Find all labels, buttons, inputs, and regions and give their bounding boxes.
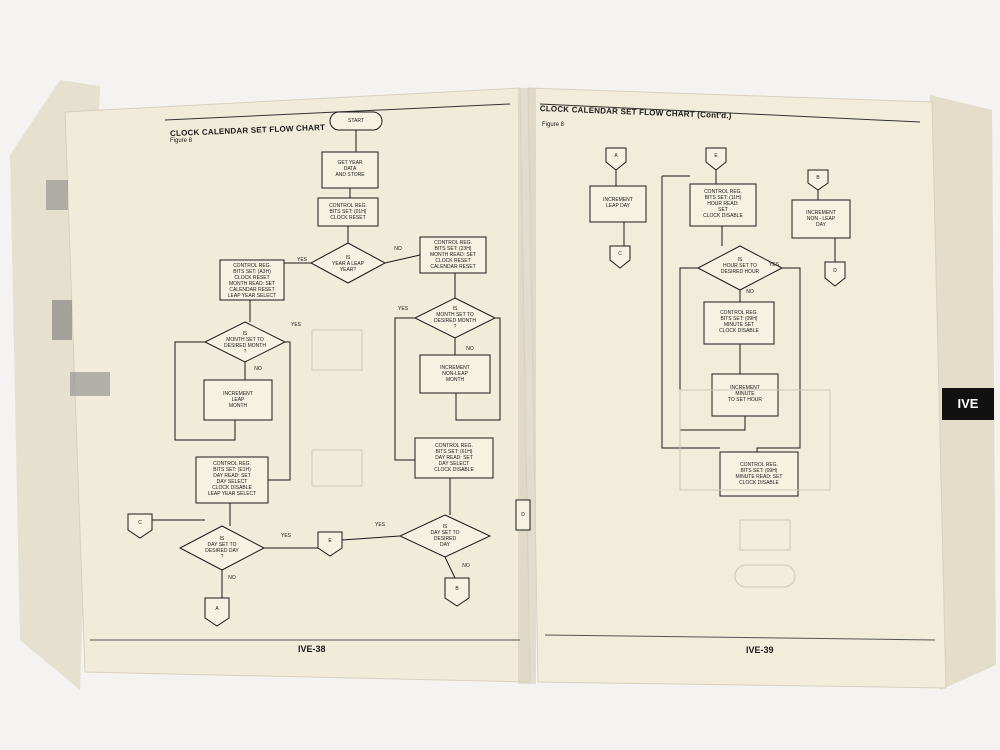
ctrl-23h-label: CONTROL REG. BITS SET: (23H) MONTH READ:… — [429, 240, 477, 270]
ctrl-09h-a-label: CONTROL REG. BITS SET: (09H) MINUTE SET … — [719, 310, 759, 334]
yes-label: YES — [768, 262, 779, 268]
day-right-label: IS DAY SET TO DESIRED DAY — [430, 524, 460, 548]
yes-label: YES — [280, 533, 291, 539]
no-label: NO — [254, 366, 262, 372]
inc-nonleap-month-label: INCREMENT NON-LEAP MONTH — [440, 365, 470, 383]
inc-nonleap-month-box — [419, 354, 491, 394]
ctrl-11h-box — [689, 183, 757, 227]
stack-tab — [70, 372, 110, 396]
right-header-rule — [539, 103, 921, 123]
right-flow-lines — [615, 170, 836, 452]
stack-tab — [46, 180, 68, 210]
ctrl-09h-box-a — [703, 301, 775, 345]
connector-c-left-label: C — [138, 520, 142, 526]
yes-label: YES — [290, 322, 301, 328]
connector-e-right-label: E — [714, 153, 718, 159]
connector-a-right-label: A — [614, 153, 618, 159]
right-figure-label: Figure 8 — [542, 122, 565, 128]
gutter-shadow — [518, 88, 536, 684]
ctrl-09h-box-b — [719, 451, 799, 497]
left-figure-label: Figure 8 — [170, 138, 193, 144]
stack-tab — [52, 300, 72, 340]
connector-d-right-label: D — [833, 268, 837, 274]
get-year-label: GET YEAR DATA AND STORE — [335, 160, 365, 178]
get-year-box — [321, 151, 379, 189]
left-flow-lines — [152, 130, 501, 598]
inc-leap-day-label: INCREMENT LEAP DAY — [603, 197, 633, 209]
day-left-label: IS DAY SET TO DESIRED DAY ? — [205, 536, 239, 560]
ctrl-61h-box — [414, 437, 494, 479]
ctrl-11h-label: CONTROL REG. BITS SET: (11H) HOUR READ: … — [703, 189, 743, 219]
leap-year-label: IS YEAR A LEAP YEAR? — [332, 255, 364, 273]
inc-leap-day-box — [589, 185, 647, 223]
right-page-number: IVE-39 — [746, 645, 774, 655]
ctrl-09h-b-label: CONTROL REG. BITS SET: (09H) MINUTE READ… — [735, 462, 783, 486]
connector-c-right-label: C — [618, 251, 622, 257]
connector-e-left-label: E — [328, 538, 332, 544]
connector-b-left-label: B — [455, 586, 459, 592]
inc-leap-month-box — [203, 379, 273, 421]
hour-label: IS HOUR SET TO DESIRED HOUR — [720, 257, 760, 275]
ctrl-a3h-label: CONTROL REG. BITS SET: (A3H) CLOCK RESET… — [227, 263, 277, 299]
no-label: NO — [466, 346, 474, 352]
connector-a-left-label: A — [215, 606, 219, 612]
right-footer-rule — [544, 634, 936, 641]
inc-minute-box — [711, 373, 779, 417]
connector-a-left — [204, 597, 230, 627]
no-label: NO — [228, 575, 236, 581]
connector-d-left-label: D — [521, 512, 525, 518]
month-left-label: IS MONTH SET TO DESIRED MONTH ? — [224, 331, 266, 355]
no-label: NO — [462, 563, 470, 569]
leap-year-decision — [309, 242, 387, 284]
show-through — [311, 329, 831, 588]
yes-label: YES — [374, 522, 385, 528]
ctrl-01h-label: CONTROL REG. BITS SET: (01H) CLOCK RESET — [329, 203, 367, 221]
inc-nonleap-day-label: INCREMENT NON - LEAP DAY — [806, 210, 836, 228]
connector-e-left — [317, 531, 343, 557]
month-right-label: IS MONTH SET TO DESIRED MONTH ? — [434, 306, 476, 330]
ctrl-e1h-label: CONTROL REG. BITS SET: (E1H) DAY READ: S… — [207, 461, 257, 497]
start-label: START — [348, 118, 364, 124]
connector-b-right-label: B — [816, 175, 820, 181]
connector-b-left — [444, 577, 470, 607]
inc-minute-label: INCREMENT MINUTE TO SET HOUR — [728, 385, 762, 403]
section-tab: IVE — [942, 388, 994, 420]
connector-c-right — [609, 245, 631, 269]
connector-e-right — [705, 147, 727, 171]
inc-leap-month-label: INCREMENT LEAP MONTH — [223, 391, 253, 409]
no-label: NO — [746, 289, 754, 295]
no-label: NO — [394, 246, 402, 252]
connector-d-right — [824, 261, 846, 287]
connector-b-right — [807, 169, 829, 191]
connector-c-left — [127, 513, 153, 539]
yes-label: YES — [296, 257, 307, 263]
left-page-number: IVE-38 — [298, 644, 326, 654]
ctrl-e1h-box — [195, 456, 269, 504]
inc-nonleap-day-box — [791, 199, 851, 239]
ctrl-23h-box — [419, 236, 487, 274]
connector-a-right — [605, 147, 627, 171]
ctrl-a3h-box — [219, 259, 285, 301]
yes-label: YES — [397, 306, 408, 312]
connector-d-left — [515, 499, 531, 531]
right-flowchart — [589, 147, 851, 497]
left-flowchart — [127, 111, 531, 627]
ctrl-61h-label: CONTROL REG. BITS SET: (61H) DAY READ: S… — [434, 443, 474, 473]
